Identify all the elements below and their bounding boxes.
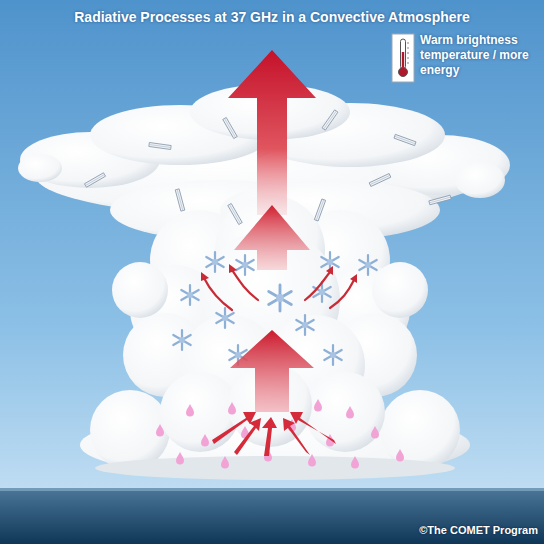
watermark-box: ©The COMET Program (419, 524, 538, 536)
title-box: Radiative Processes at 37 GHz in a Conve… (0, 9, 544, 25)
watermark: ©The COMET Program (419, 524, 538, 536)
thermometer-icon (392, 34, 414, 82)
legend-text: Warm brightness temperature / more energ… (420, 33, 529, 77)
title: Radiative Processes at 37 GHz in a Conve… (74, 9, 470, 25)
legend-text-box: Warm brightness temperature / more energ… (420, 33, 538, 78)
